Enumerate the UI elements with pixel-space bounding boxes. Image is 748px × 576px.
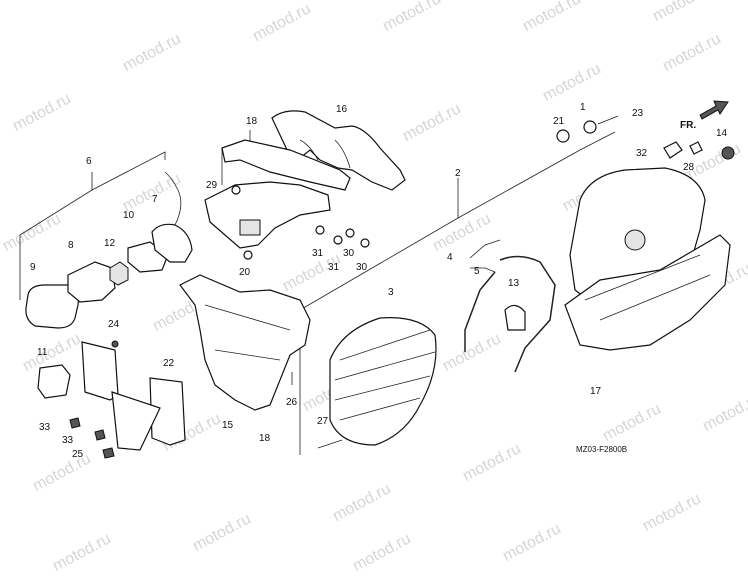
part-label: 26 [286, 397, 298, 408]
part-label: 4 [447, 252, 453, 263]
part-label: 22 [163, 358, 175, 369]
part-label: 33 [62, 435, 74, 446]
nut-29 [231, 185, 241, 195]
part-label: 30 [356, 262, 368, 273]
part-label: 7 [152, 194, 158, 205]
rear-bracket [221, 139, 351, 191]
nut-14 [721, 146, 735, 160]
grommet-1 [583, 120, 597, 134]
mount-plate [204, 181, 331, 249]
part-label: 24 [108, 319, 120, 330]
socket-hole [624, 229, 646, 251]
part-label: 33 [39, 422, 51, 433]
bolt-33b [94, 429, 106, 441]
stay [111, 391, 161, 451]
part-label: 18 [246, 116, 258, 127]
part-label: 5 [474, 266, 480, 277]
diagram-code: MZ03-F2800B [576, 445, 627, 454]
nut-30a [345, 228, 355, 238]
group-bracket-6 [19, 151, 166, 300]
part-label: 18 [259, 433, 271, 444]
part-label: 31 [312, 248, 324, 259]
exploded-view: FR. 123456789101112131415161718182021222… [19, 100, 735, 460]
lens-texture [334, 329, 436, 421]
part-label: 25 [72, 449, 84, 460]
socket-7 [151, 223, 193, 263]
part-label: 10 [123, 210, 135, 221]
part-label: 28 [683, 162, 695, 173]
bulb-12 [109, 261, 129, 286]
tail-lens-9 [25, 284, 79, 329]
part-label: 17 [590, 386, 602, 397]
group-bracket-4-5 [469, 239, 501, 273]
screw-27 [317, 439, 343, 449]
part-label: 8 [68, 240, 74, 251]
fender-detail [204, 304, 291, 361]
part-label: 1 [580, 102, 586, 113]
nut-20 [243, 250, 253, 260]
group-bracket-2 [299, 131, 616, 455]
base-17 [564, 234, 731, 351]
part-label: 11 [37, 347, 48, 358]
bulb-13 [504, 304, 526, 331]
part-label: 31 [328, 262, 340, 273]
clip-32 [663, 141, 683, 159]
part-label: 16 [336, 104, 348, 115]
nut-30b [360, 238, 370, 248]
rear-fender [179, 274, 311, 411]
wire-7 [164, 171, 182, 226]
part-label: 2 [455, 168, 461, 179]
part-label: 3 [388, 287, 394, 298]
clip-28 [689, 141, 703, 155]
part-label: 29 [206, 180, 218, 191]
bolt-23 [597, 115, 619, 125]
direction-arrow: FR. [680, 100, 729, 131]
upper-cowl [271, 110, 406, 191]
part-label: 30 [343, 248, 355, 259]
part-label: 9 [30, 262, 36, 273]
reflector-11 [37, 364, 71, 399]
license-bracket-22 [149, 377, 186, 446]
washer-31a [315, 225, 325, 235]
bolt-24 [111, 340, 119, 348]
part-label: 27 [317, 416, 329, 427]
washer-31b [333, 235, 343, 245]
lens-3 [329, 317, 437, 446]
base-detail [584, 254, 711, 321]
collar-21 [556, 129, 570, 143]
callout-labels: 1234567891011121314151617181820212223242… [30, 102, 728, 460]
part-label: 12 [104, 238, 116, 249]
part-label: 23 [632, 108, 644, 119]
license-bracket [81, 341, 119, 401]
gasket-4-5 [464, 255, 556, 373]
part-label: 6 [86, 156, 92, 167]
socket-8 [67, 261, 116, 303]
bolt-33a [69, 417, 81, 429]
direction-label: FR. [680, 120, 696, 131]
mount-hole [239, 219, 261, 236]
part-label: 13 [508, 278, 520, 289]
part-label: 20 [239, 267, 251, 278]
bolt-25 [102, 447, 115, 459]
upper-cowl-detail [299, 139, 351, 169]
part-label: 15 [222, 420, 234, 431]
part-label: 32 [636, 148, 648, 159]
part-label: 21 [553, 116, 565, 127]
part-label: 14 [716, 128, 728, 139]
